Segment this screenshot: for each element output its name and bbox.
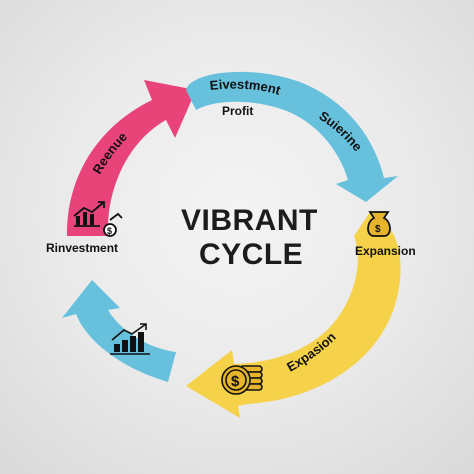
arrow-blue-left (62, 280, 176, 382)
rinvestment-label: Rinvestment (46, 241, 118, 255)
coin-stack-icon: $ (221, 365, 263, 395)
growth-chart-icon: $ (73, 201, 123, 237)
svg-text:$: $ (107, 226, 112, 236)
profit-label: Profit (222, 104, 253, 118)
arc-pink (66, 80, 197, 236)
center-title-line2: CYCLE (199, 238, 303, 271)
money-bag-icon: $ (367, 211, 391, 237)
svg-text:$: $ (231, 373, 240, 390)
svg-text:$: $ (375, 224, 381, 235)
bar-chart-icon (110, 323, 150, 355)
expansion-label: Expansion (355, 244, 416, 258)
arc-blue (186, 71, 398, 203)
center-title-line1: VIBRANT (181, 204, 318, 237)
